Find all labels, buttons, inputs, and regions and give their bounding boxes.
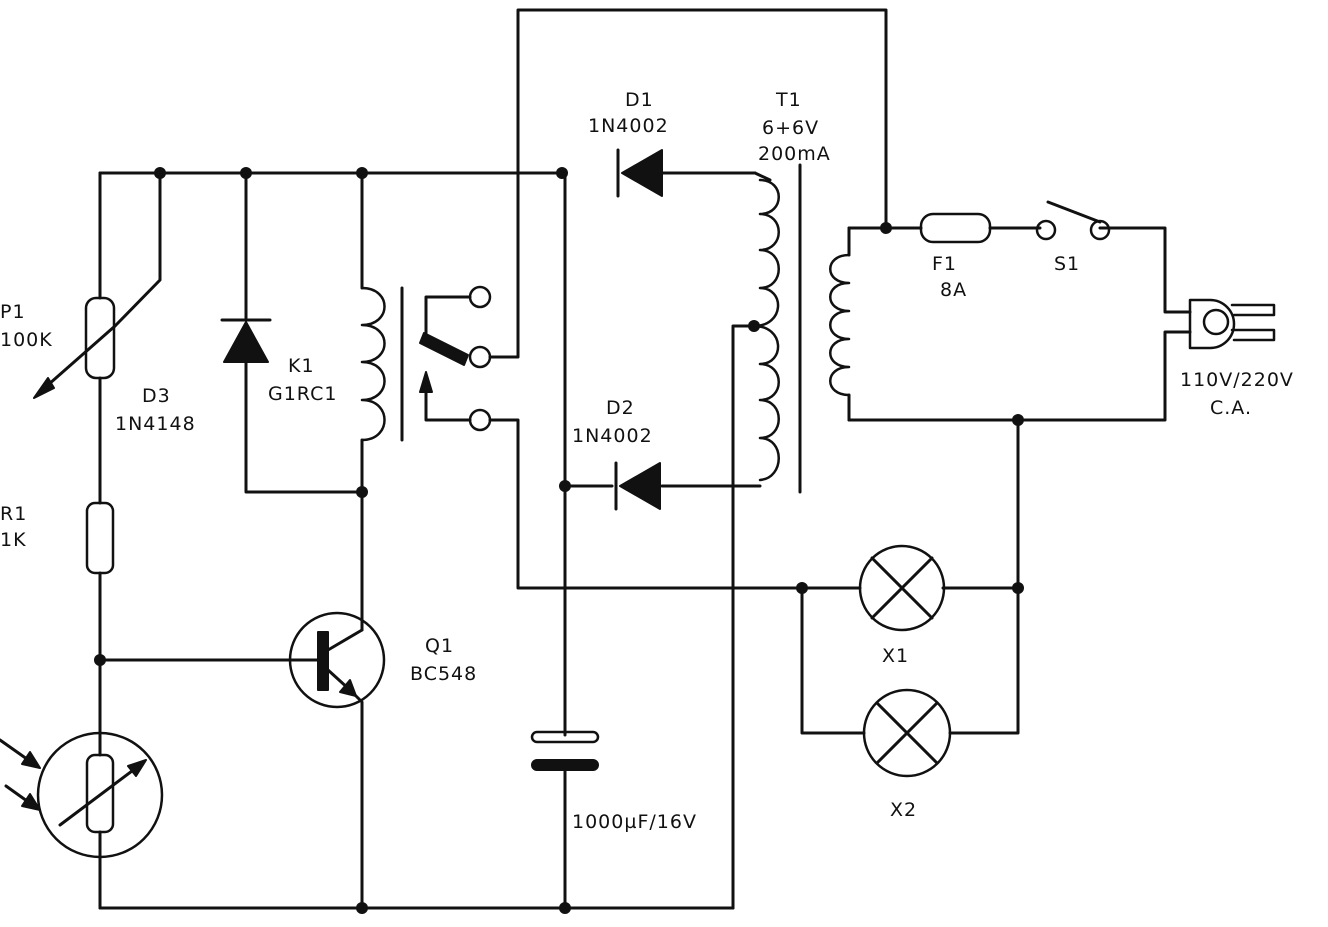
label-d3-ref: D3 [142,385,171,407]
transistor-q1 [288,611,386,709]
junction-dots [94,167,1024,914]
label-k1-ref: K1 [288,355,315,377]
switch-s1 [1035,200,1111,241]
label-cap-val: 1000µF/16V [572,811,697,833]
label-d1-ref: D1 [625,89,654,111]
lamp-x1 [858,544,946,632]
electrolytic-capacitor [530,730,600,771]
label-q1-ref: Q1 [425,635,454,657]
label-f1-ref: F1 [932,253,957,275]
label-x2-ref: X2 [890,799,917,821]
label-x1-ref: X1 [882,645,909,667]
transformer-t1 [752,163,851,494]
photoresistor-ldr [0,731,164,859]
label-r1-ref: R1 [0,503,27,525]
diode-d2 [614,461,661,511]
label-s1-ref: S1 [1054,253,1080,275]
label-q1-val: BC548 [410,663,477,685]
diode-d3 [220,318,272,363]
component-labels: P1 100K D3 1N4148 R1 1K K1 G1RC1 D1 1N40… [0,89,1294,833]
label-f1-val: 8A [940,279,967,301]
label-k1-val: G1RC1 [268,383,337,405]
label-t1-ref: T1 [775,89,802,111]
fuse-f1 [919,212,992,244]
lamp-x2 [862,688,952,778]
resistor-r1 [85,501,115,575]
label-p1-ref: P1 [0,301,26,323]
wires [98,8,1192,910]
potentiometer-p1 [33,296,117,399]
label-d2-ref: D2 [606,397,635,419]
relay-k1 [360,285,492,442]
mains-plug-icon [1188,298,1276,350]
label-mains-v: 110V/220V [1180,369,1294,391]
label-d1-val: 1N4002 [588,115,669,137]
label-mains-t: C.A. [1210,397,1252,419]
diode-d1 [616,148,663,198]
label-p1-val: 100K [0,329,53,351]
label-d2-val: 1N4002 [572,425,653,447]
label-t1-v: 6+6V [762,117,819,139]
label-t1-i: 200mA [758,143,831,165]
label-r1-val: 1K [0,529,27,551]
label-d3-val: 1N4148 [115,413,196,435]
